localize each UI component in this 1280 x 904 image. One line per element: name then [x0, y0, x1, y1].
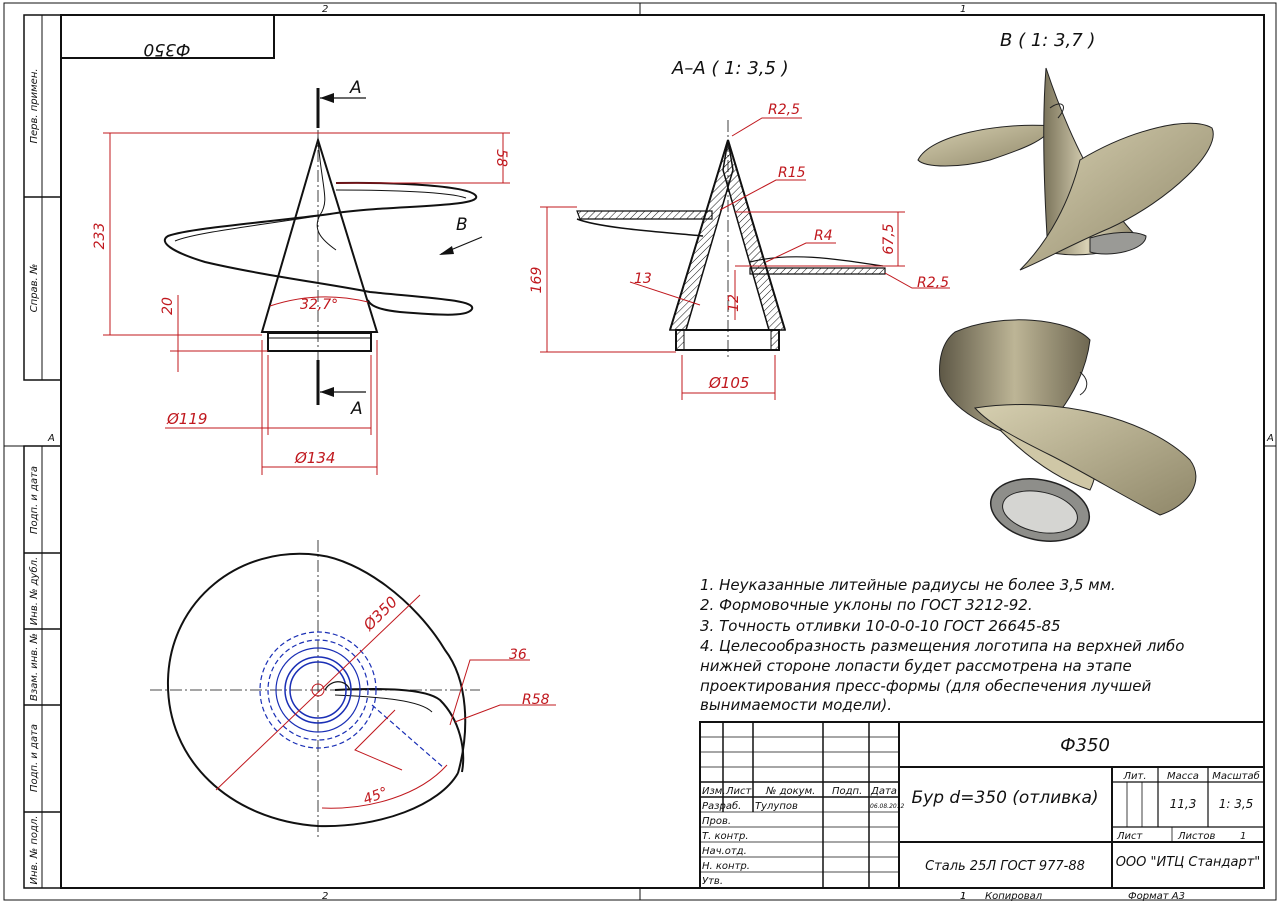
view-mark: B [456, 215, 468, 235]
side-strip [23, 14, 62, 889]
plan-view [150, 540, 480, 840]
note-4c: проектирования пресс-формы (для обеспече… [700, 677, 1152, 695]
note-4a: 4. Целесообразность размещения логотипа … [700, 637, 1184, 655]
plan-dimension-labels: Ø350 36 R58 45° [359, 593, 550, 808]
dim-dia350: Ø350 [359, 593, 401, 635]
side-inv-podl: Инв. № подл. [29, 816, 40, 885]
side-perv-primen: Перв. примен. [29, 68, 40, 143]
front-dimensions [103, 132, 510, 475]
note-2: 2. Формовочные уклоны по ГОСТ 3212-92. [700, 596, 1033, 614]
tb-material: Сталь 25Л ГОСТ 977-88 [925, 859, 1085, 874]
dim-r15: R15 [778, 165, 806, 181]
tb-listov: Листов [1177, 831, 1215, 842]
section-mark-bottom: A [350, 399, 363, 419]
dim-20: 20 [160, 297, 176, 315]
tb-masshtab: 1: 3,5 [1219, 797, 1254, 811]
dim-13: 13 [634, 271, 652, 287]
zone-top-left: 2 [322, 4, 328, 15]
note-3: 3. Точность отливки 10-0-0-10 ГОСТ 26645… [700, 617, 1061, 635]
tb-razrab-date: 06.08.2012 [870, 803, 905, 810]
zone-markers: 2 1 2 1 A A [47, 4, 1274, 902]
tb-list: Лист [1116, 831, 1144, 842]
section-dimension-labels: R2,5 R15 R4 67,5 R2,5 169 13 12 Ø105 [529, 102, 949, 392]
tb-col-podp: Подп. [832, 786, 862, 797]
dim-12: 12 [726, 294, 742, 312]
front-view: A A B [163, 78, 483, 419]
dim-r4: R4 [814, 228, 833, 244]
tb-col-data: Дата [870, 786, 897, 797]
section-blade-right [749, 267, 886, 275]
side-sprav-no: Справ. № [29, 264, 40, 313]
tb-hdr-lit: Лит. [1122, 771, 1146, 782]
render-top [917, 67, 1214, 271]
tb-t-kontr: Т. контр. [702, 831, 749, 842]
front-dimension-labels: 233 58 20 32,7° Ø119 Ø134 [92, 149, 509, 467]
technical-notes: 1. Неуказанные литейные радиусы не более… [700, 576, 1184, 714]
side-strip-labels: Перв. примен. Справ. № Подп. и дата Инв.… [28, 68, 40, 884]
dim-dia134: Ø134 [294, 449, 335, 467]
side-podp-data-2: Подп. и дата [29, 724, 40, 792]
note-1: 1. Неуказанные литейные радиусы не более… [700, 576, 1116, 594]
dim-r58: R58 [522, 692, 550, 708]
tb-razrab: Разраб. [702, 800, 741, 812]
tb-utv: Утв. [702, 876, 723, 887]
tb-col-docum: № докум. [765, 786, 815, 797]
tb-sheet-no: 1 [960, 891, 966, 902]
tb-kopiroval: Копировал [985, 891, 1043, 902]
zone-side-right: A [1266, 433, 1274, 444]
dim-45: 45° [361, 784, 390, 808]
section-mark-top: A [349, 78, 362, 98]
dim-dia119: Ø119 [166, 410, 207, 428]
tb-razrab-name: Тулупов [755, 801, 798, 812]
dim-r25-right: R2,5 [917, 275, 949, 291]
view-b-title: B ( 1: 3,7 ) [1000, 30, 1095, 51]
section-blade-left [576, 210, 713, 220]
side-vzam-inv: Взам. инв. № [29, 633, 40, 701]
tb-col-list: Лист [725, 786, 753, 797]
dim-r25-top: R2,5 [768, 102, 800, 118]
dim-angle: 32,7° [300, 297, 338, 313]
tb-col-izm: Изм. [702, 786, 726, 797]
front-blade [163, 181, 478, 316]
tb-hdr-masshtab: Масштаб [1212, 770, 1260, 782]
tb-n-kontr: Н. контр. [702, 861, 750, 872]
dim-58: 58 [493, 149, 509, 167]
tb-hdr-massa: Масса [1167, 771, 1199, 782]
tb-designation: Ф350 [1060, 735, 1110, 756]
dim-169: 169 [529, 267, 545, 294]
dim-233: 233 [92, 223, 108, 250]
title-block-text: Ф350 Бур d=350 (отливка) Сталь 25Л ГОСТ … [702, 735, 1260, 902]
note-4d: вынимаемости модели). [700, 696, 892, 714]
view-b: B ( 1: 3,7 ) [917, 30, 1214, 542]
section-dimensions [540, 117, 950, 400]
tb-nach-otd: Нач.отд. [702, 846, 747, 857]
front-collar [267, 332, 372, 352]
dim-36: 36 [509, 647, 527, 663]
dim-dia105: Ø105 [708, 374, 749, 392]
zone-top-right: 1 [960, 4, 966, 15]
side-podp-data-1: Подп. и дата [29, 466, 40, 534]
dim-675: 67,5 [881, 223, 897, 254]
title-block [699, 721, 1265, 889]
zone-bottom-right: 1 [960, 891, 966, 902]
tb-company: ООО "ИТЦ Стандарт" [1116, 855, 1261, 870]
plan-hub [259, 631, 377, 749]
zone-side-left: A [47, 433, 55, 444]
tb-prov: Пров. [702, 816, 731, 827]
tb-name: Бур d=350 (отливка) [912, 788, 1099, 808]
section-title: A–A ( 1: 3,5 ) [671, 58, 789, 79]
section-view: A–A ( 1: 3,5 ) [576, 58, 886, 360]
zone-bottom-left: 2 [322, 891, 328, 902]
plan-outer-spiral [166, 552, 467, 828]
render-bottom [939, 319, 1197, 542]
tb-massa: 11,3 [1170, 797, 1197, 811]
plan-dimensions [215, 594, 556, 809]
mirror-stamp: Ф350 [143, 39, 190, 59]
tb-format: Формат А3 [1128, 891, 1185, 902]
side-inv-dubl: Инв. № дубл. [28, 557, 40, 625]
tb-listov-val: 1 [1240, 831, 1246, 842]
mirror-stamp-box: Ф350 [60, 14, 275, 59]
note-4b: нижней стороне лопасти будет рассмотрена… [700, 657, 1132, 675]
